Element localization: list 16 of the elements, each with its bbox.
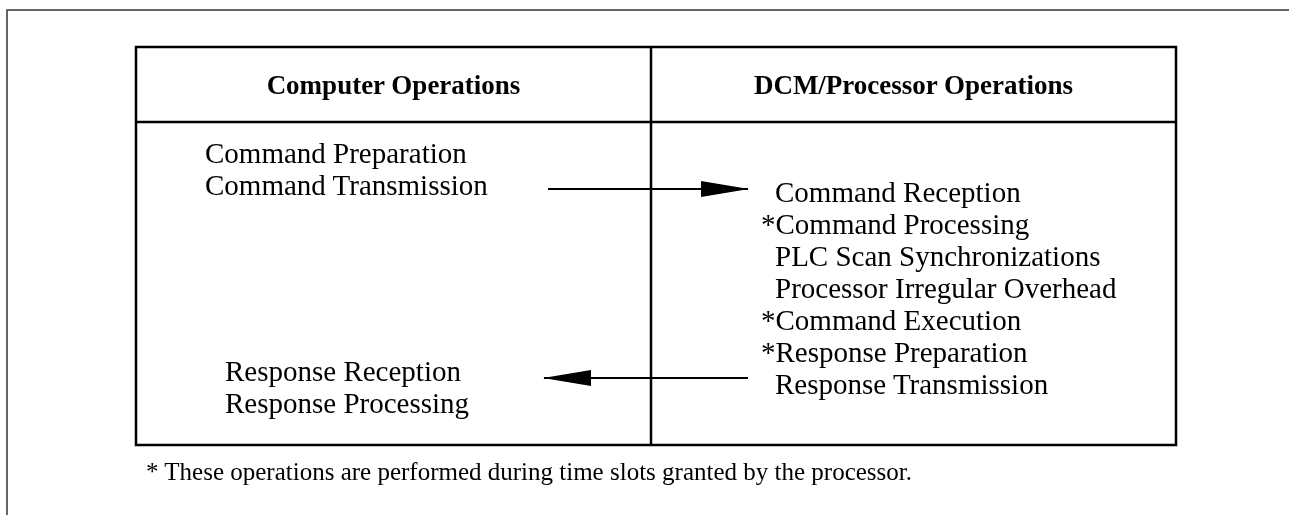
arrow: [547, 181, 749, 197]
operation-text: PLC Scan Synchronizations: [774, 240, 1102, 272]
operation-text: *Command Processing: [760, 208, 1031, 240]
operation-text: Response Reception: [225, 355, 462, 387]
column-header: DCM/Processor Operations: [752, 69, 1075, 102]
operation-text: Response Transmission: [774, 368, 1050, 400]
footnote: * These operations are performed during time slots granted by the processor.: [146, 458, 912, 486]
operation-text: Response Processing: [225, 387, 471, 419]
operation-text: *Response Preparation: [760, 336, 1029, 368]
column-header: Computer Operations: [265, 69, 522, 102]
operation-text: *Command Execution: [760, 304, 1023, 336]
operation-text: Processor Irregular Overhead: [774, 272, 1118, 304]
operation-text: Command Reception: [774, 176, 1022, 208]
arrow: [543, 370, 749, 386]
operation-text: Command Transmission: [205, 169, 489, 201]
operation-text: Command Preparation: [205, 137, 468, 169]
